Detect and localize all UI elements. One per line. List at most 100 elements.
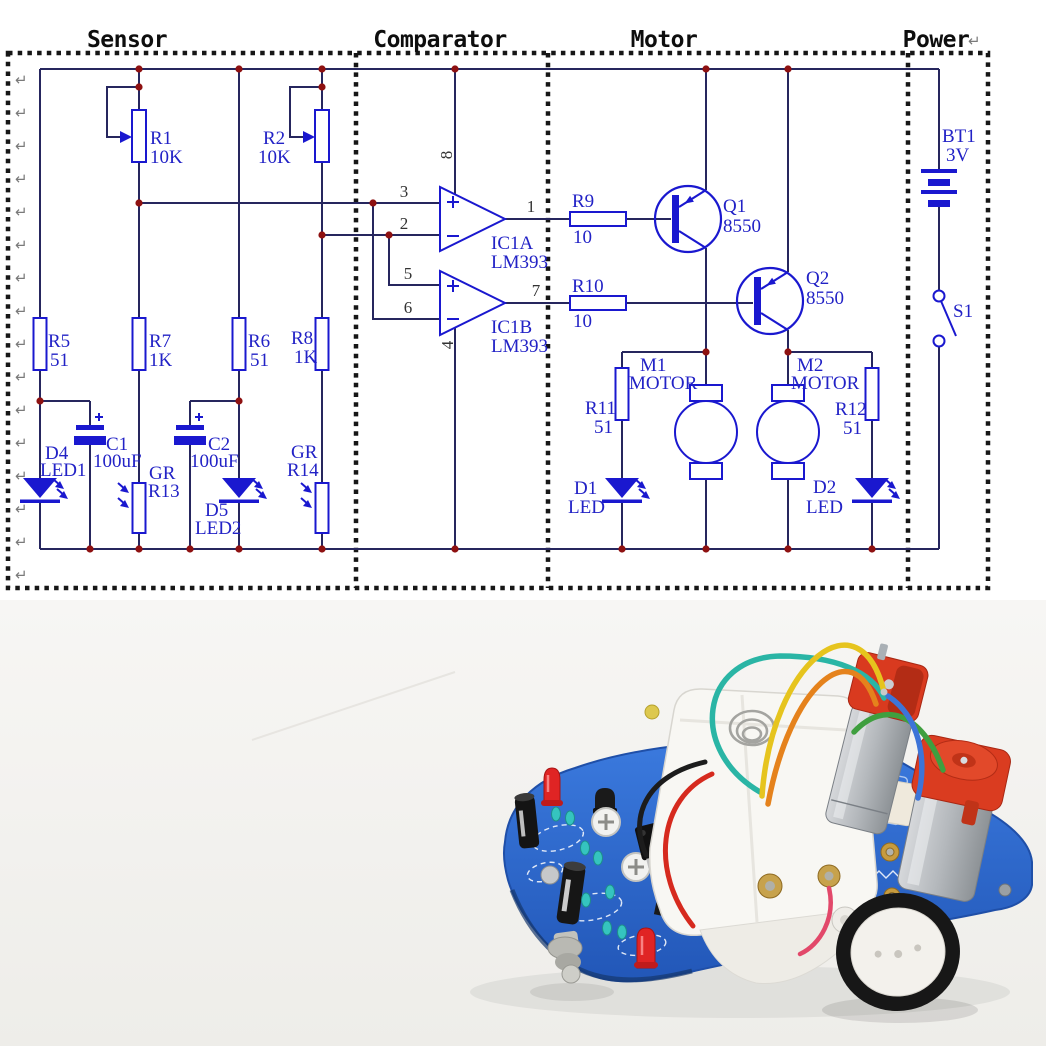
m1-value: MOTOR	[629, 373, 698, 394]
ic-pin-numbers: 3 2 5 6 1 7 8 4	[400, 151, 541, 350]
led-d4: D4 LED1	[19, 443, 86, 504]
m2-value: MOTOR	[791, 373, 860, 394]
switch-s1: S1	[932, 289, 973, 348]
electrolytic-capacitor	[514, 793, 540, 849]
battery-contact	[644, 704, 660, 720]
red-wire	[663, 771, 715, 929]
bt1-ref: BT1	[942, 126, 976, 147]
r7-value: 1K	[149, 350, 173, 371]
gr14-value: R14	[287, 460, 319, 481]
c1-plus-sign	[95, 413, 103, 421]
svg-text:↵: ↵	[15, 104, 28, 122]
gr14-ref: GR	[291, 442, 318, 463]
resistor-r8: R8 1K	[291, 317, 330, 371]
ic1b-value: LM393	[491, 336, 548, 357]
resistor-r10: R10 10	[569, 276, 627, 332]
junction-dots	[36, 65, 876, 553]
ic1b-ref: IC1B	[491, 317, 532, 338]
pink-wire	[797, 885, 833, 957]
gr13-value: R13	[148, 481, 180, 502]
svg-text:↵: ↵	[15, 335, 28, 353]
r8-ref: R8	[291, 328, 313, 349]
r2-ref: R2	[263, 128, 285, 149]
jumper-wire-orange	[765, 668, 879, 807]
robot-photo	[0, 600, 1046, 1046]
svg-text:↵: ↵	[15, 533, 28, 551]
trimmer-pot	[591, 807, 621, 837]
pin-4-label: 4	[438, 340, 457, 349]
motor-m2: M2 MOTOR	[756, 355, 860, 480]
svg-text:↵: ↵	[15, 467, 28, 485]
r6-ref: R6	[248, 331, 270, 352]
q2-ref: Q2	[806, 268, 829, 289]
battery-wires	[637, 759, 833, 957]
resistor-r6: R6 51	[231, 317, 270, 371]
svg-text:↵: ↵	[15, 203, 28, 221]
pcb-front-edge	[509, 889, 693, 983]
wheel	[836, 892, 960, 1012]
ic1a-input-signs	[447, 196, 459, 237]
s1-ref: S1	[953, 301, 973, 322]
r12-value: 51	[843, 418, 862, 439]
led-d2: D2 LED	[806, 477, 901, 518]
jumper-wire-yellow	[759, 642, 887, 799]
r11-value: 51	[594, 417, 613, 438]
r2-value: 10K	[258, 147, 291, 168]
pcb-mounting-hole	[540, 865, 560, 885]
svg-text:↵: ↵	[15, 236, 28, 254]
motor-m1: M1 MOTOR	[629, 355, 738, 480]
return-mark: ↵	[968, 32, 981, 50]
r9-ref: R9	[572, 191, 594, 212]
capacitor-c2: C2 100uF	[174, 413, 239, 472]
jumper-wires	[709, 642, 946, 807]
red-led-component	[541, 767, 563, 806]
m2-ref: M2	[797, 355, 823, 376]
jumper-wire-blue	[885, 693, 925, 801]
opamp-ic1b: IC1B LM393	[439, 269, 548, 357]
jumper-wire-green	[851, 711, 946, 773]
pin-7-label: 7	[532, 281, 541, 300]
r6-value: 51	[250, 350, 269, 371]
title-comparator: Comparator	[373, 27, 506, 53]
d4-ref: D4	[45, 443, 69, 464]
pin-6-label: 6	[404, 298, 413, 317]
m1-ref: M1	[640, 355, 666, 376]
c2-value: 100uF	[190, 451, 239, 472]
electrolytic-capacitor	[556, 861, 586, 925]
r1-ref: R1	[150, 128, 172, 149]
wire-tip	[880, 688, 888, 696]
svg-text:↵: ↵	[15, 566, 28, 584]
resistor-r5: R5 51	[32, 317, 70, 371]
r9-value: 10	[573, 227, 592, 248]
s1-blade	[940, 300, 957, 337]
r12-ref: R12	[835, 399, 867, 420]
led-d1: D1 LED	[568, 477, 651, 518]
bt1-value: 3V	[946, 145, 970, 166]
title-power: Power	[903, 27, 970, 53]
svg-text:↵: ↵	[15, 401, 28, 419]
r1-value: 10K	[150, 147, 183, 168]
title-motor: Motor	[631, 27, 698, 53]
ic1a-value: LM393	[491, 252, 548, 273]
svg-text:↵: ↵	[15, 269, 28, 287]
c1-ref: C1	[106, 434, 128, 455]
d5-value: LED2	[195, 518, 241, 539]
svg-text:↵: ↵	[15, 500, 28, 518]
jumper-wire-teal	[709, 653, 887, 795]
pin-8-label: 8	[437, 151, 456, 160]
transistor-q1: Q1 8550	[653, 184, 761, 254]
d2-value: LED	[806, 497, 843, 518]
front-caster	[547, 930, 583, 984]
circuit-schematic: Sensor Comparator Motor Power ↵ ↵ ↵ ↵ ↵ …	[5, 27, 991, 591]
background-seam-line	[251, 671, 456, 741]
svg-text:↵: ↵	[15, 170, 28, 188]
potentiometer-r1: R1 10K	[119, 109, 183, 168]
section-borders	[5, 50, 991, 591]
d2-ref: D2	[813, 477, 836, 498]
svg-text:↵: ↵	[15, 434, 28, 452]
r7-ref: R7	[149, 331, 171, 352]
svg-text:↵: ↵	[15, 71, 28, 89]
photoresistor-r14: GR R14	[287, 442, 330, 534]
ic1a-ref: IC1A	[491, 233, 534, 254]
c2-plus-sign	[195, 413, 203, 421]
